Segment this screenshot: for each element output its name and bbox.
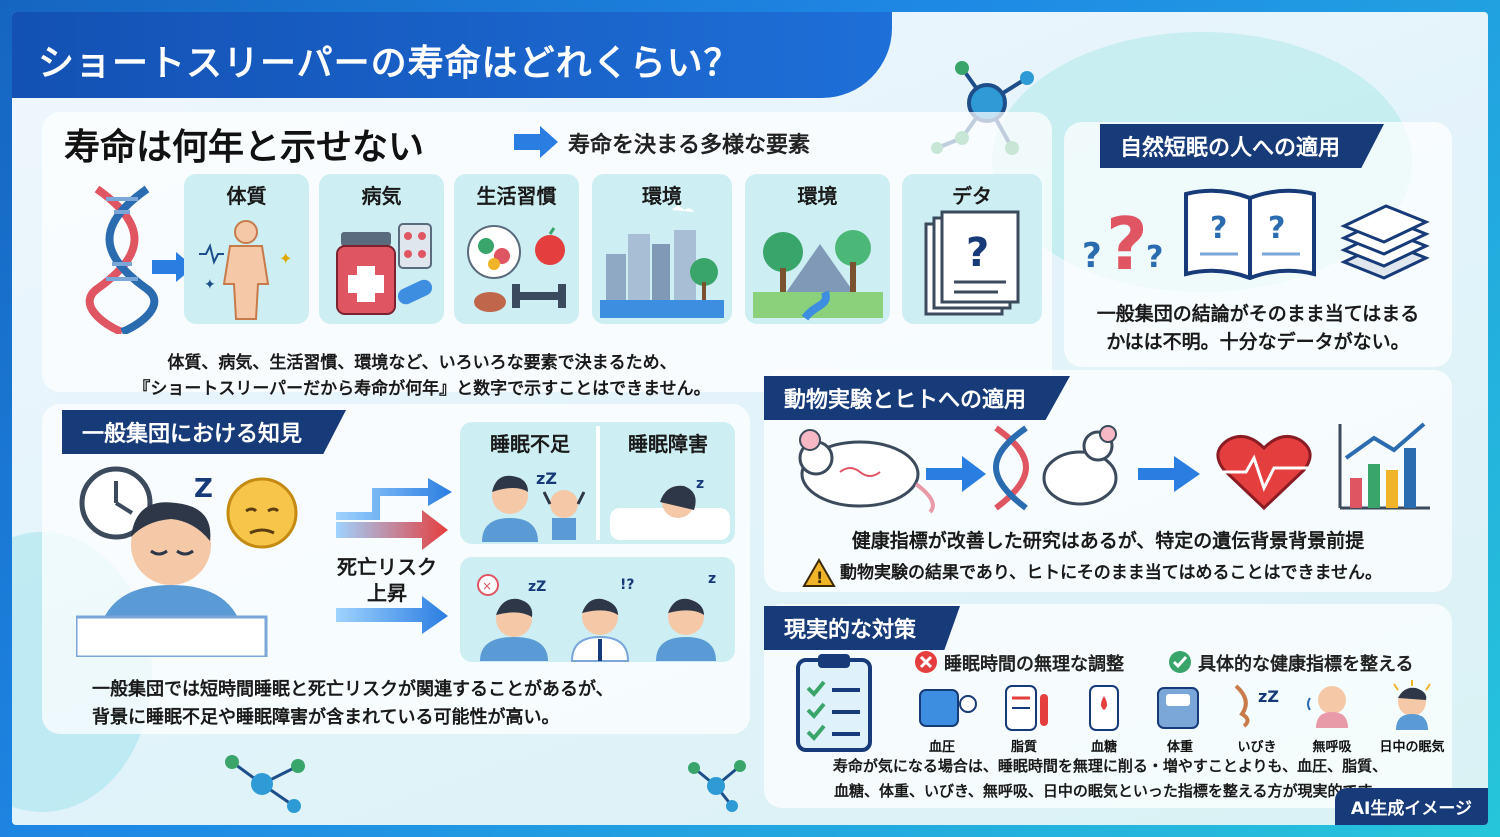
sleepy-person-icon: Z xyxy=(76,466,298,657)
measures-header: 現実的な対策 xyxy=(764,606,961,650)
arrow-right-icon xyxy=(152,252,194,282)
svg-text:?: ? xyxy=(1146,240,1163,275)
tired-people-icon: zZ z xyxy=(482,426,730,542)
indicator-label: 血糖 xyxy=(1090,740,1117,755)
svg-text:zZ: zZ xyxy=(1258,687,1279,706)
sleep-deprivation-label: 睡眠不足 xyxy=(490,432,570,456)
svg-text:?: ? xyxy=(1210,211,1227,246)
indicator-label: 脂質 xyxy=(1010,740,1037,755)
body-icon: ✦ ✦ xyxy=(199,220,292,320)
arrow-right-icon xyxy=(514,126,558,158)
risk-label-line: 死亡リスク xyxy=(337,555,437,579)
factor-label: 体質 xyxy=(226,184,267,208)
lifespan-caption-line: 『ショートスリーパーだから寿命が何年』と数字で示すことはできません。 xyxy=(133,379,711,399)
indicator-label: 体重 xyxy=(1166,740,1193,755)
factor-label: 環境 xyxy=(797,184,838,208)
factor-tile-lifestyle: 生活習慣 xyxy=(454,174,579,324)
general-header: 一般集団における知見 xyxy=(62,410,347,454)
natural-header: 自然短眠の人への適用 xyxy=(1100,124,1385,168)
animal-header: 動物実験とヒトへの適用 xyxy=(764,376,1071,420)
factor-label: 環境 xyxy=(642,184,682,208)
measures-caption-line: 血糖、体重、いびき、無呼吸、日中の眠気といった指標を整える方が現実的です。 xyxy=(833,782,1386,800)
factor-tile-environment-nature: 環境 xyxy=(745,174,890,324)
general-caption-line: 一般集団では短時間睡眠と死亡リスクが関連することがあるが、 xyxy=(92,679,614,700)
sleep-disorder-label: 睡眠障害 xyxy=(628,432,708,456)
checklist-icon xyxy=(796,654,872,752)
factor-label: デタ xyxy=(952,184,992,208)
measures-bad: 睡眠時間の無理な調整 xyxy=(944,654,1124,675)
indicator-label: いびき xyxy=(1237,740,1277,755)
page-title: ショートスリーパーの寿命はどれくらい？ xyxy=(38,43,741,84)
factor-label: 生活習慣 xyxy=(476,184,557,208)
svg-text:?: ? xyxy=(1082,236,1102,276)
svg-text:zZ: zZ xyxy=(536,469,557,488)
dna-icon xyxy=(85,185,159,334)
sleep-deprivation-box: 睡眠不足 睡眠障害 zZ z xyxy=(460,422,735,544)
indicator-label: 無呼吸 xyxy=(1312,740,1352,755)
medicine-icon xyxy=(336,223,433,315)
svg-text:?: ? xyxy=(966,230,989,276)
title-banner: ショートスリーパーの寿命はどれくらい？ xyxy=(12,12,892,98)
nature-icon xyxy=(753,230,883,321)
paper-stack-icon xyxy=(1340,204,1430,280)
warning-icon: ! xyxy=(802,558,836,587)
svg-text:!?: !? xyxy=(620,577,635,593)
general-caption: 一般集団では短時間睡眠と死亡リスクが関連することがあるが、 背景に睡眠不足や睡眠… xyxy=(52,676,742,732)
risk-label: 死亡リスク 上昇 xyxy=(312,554,462,606)
svg-text:Z: Z xyxy=(194,474,213,504)
lifespan-caption: 体質、病気、生活習慣、環境など、いろいろな要素で決まるため、 『ショートスリーパ… xyxy=(52,350,792,402)
measures-good: 具体的な健康指標を整える xyxy=(1198,654,1414,675)
general-caption-line: 背景に睡眠不足や睡眠障害が含まれている可能性が高い。 xyxy=(92,707,560,728)
ai-generated-badge: AI生成イメージ xyxy=(1334,788,1488,825)
natural-caption-line: かはは不明。十分なデータがない。 xyxy=(1106,331,1410,353)
factor-label: 病気 xyxy=(361,184,402,208)
factor-tile-data: ? デタ xyxy=(902,174,1042,324)
lifespan-headline: 寿命は何年と示せない xyxy=(64,127,425,168)
svg-text:z: z xyxy=(696,476,704,492)
natural-caption: 一般集団の結論がそのまま当てはまる かはは不明。十分なデータがない。 xyxy=(1072,300,1444,356)
svg-text:!: ! xyxy=(816,568,823,587)
svg-text:✦: ✦ xyxy=(279,249,292,268)
natural-caption-line: 一般集団の結論がそのまま当てはまる xyxy=(1096,303,1420,325)
x-circle-icon xyxy=(915,651,937,673)
svg-text:?: ? xyxy=(1106,202,1148,286)
animal-study-icons xyxy=(798,422,1430,514)
indicator-label: 日中の眠気 xyxy=(1379,740,1445,755)
tired-scenes-box: × zZ !? z xyxy=(460,557,735,662)
factor-tile-constitution: ✦ ✦ 体質 xyxy=(184,174,309,324)
animal-warning: 動物実験の結果であり、ヒトにそのまま当てはめることはできません。 xyxy=(840,563,1382,583)
svg-text:zZ: zZ xyxy=(528,579,546,595)
lifespan-caption-line: 体質、病気、生活習慣、環境など、いろいろな要素で決まるため、 xyxy=(167,353,677,373)
document-question-icon: ? xyxy=(924,210,1020,316)
measures-caption-line: 寿命が気になる場合は、睡眠時間を無理に削る・増やすことよりも、血圧、脂質、 xyxy=(832,757,1388,775)
health-indicator-icons: zZ xyxy=(919,680,1431,731)
factor-tile-environment-city: 環境 xyxy=(592,174,732,324)
risk-label-line: 上昇 xyxy=(367,581,407,605)
svg-text:?: ? xyxy=(1268,211,1285,246)
svg-text:z: z xyxy=(708,571,716,587)
indicator-label: 血圧 xyxy=(928,740,955,755)
measures-caption: 寿命が気になる場合は、睡眠時間を無理に削る・増やすことよりも、血圧、脂質、 血糖… xyxy=(772,754,1448,804)
molecule-icon xyxy=(225,755,305,813)
infographic-canvas: ショートスリーパーの寿命はどれくらい？ 寿命は何年と示せない 寿命を決まる多様な… xyxy=(12,12,1488,825)
svg-text:✦: ✦ xyxy=(204,277,216,293)
question-marks-icon: ? ? ? xyxy=(1082,202,1163,286)
animal-caption: 健康指標が改善した研究はあるが、特定の遺伝背景背景前提 xyxy=(851,530,1365,552)
risk-arrows-icon xyxy=(336,478,452,634)
city-icon xyxy=(600,206,724,318)
factor-tile-disease: 病気 xyxy=(319,174,444,324)
lifespan-arrow-text: 寿命を決まる多様な要素 xyxy=(568,133,811,158)
open-book-icon: ? ? xyxy=(1184,188,1316,281)
lifestyle-icon xyxy=(467,225,566,312)
svg-text:×: × xyxy=(482,579,492,593)
molecule-icon xyxy=(688,760,746,812)
tired-scenes-icon: × zZ !? z xyxy=(477,571,716,662)
check-circle-icon xyxy=(1169,651,1191,673)
